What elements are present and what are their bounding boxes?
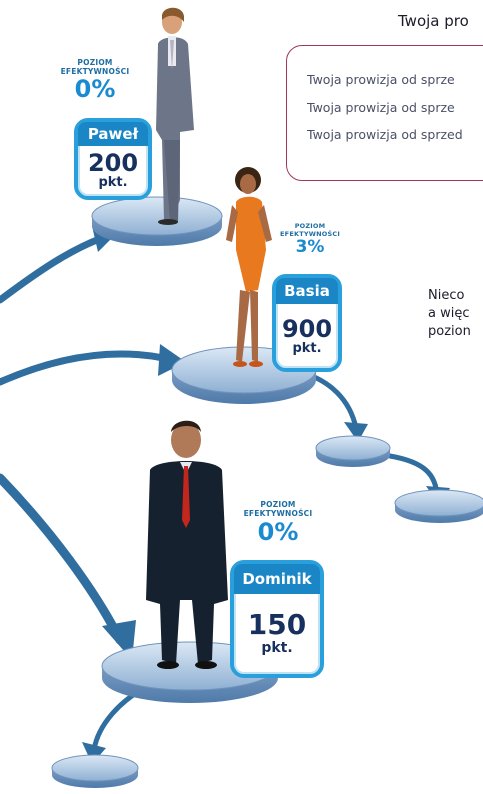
description-text: Nieco a więc pozion [428, 287, 471, 341]
level-value: 0% [257, 518, 299, 546]
agent-name: Basia [276, 278, 338, 304]
agent-points: 200 [87, 149, 139, 177]
arrow-left-middle [0, 350, 176, 386]
platform-pawel [91, 196, 223, 246]
basia-efficiency-level: POZIOM EFEKTYWNOŚCI 3% [279, 222, 341, 257]
agent-points: 150 [247, 608, 307, 641]
agent-card-pawel[interactable]: Paweł 200 pkt. [74, 118, 152, 200]
agent-points-unit: pkt. [98, 175, 128, 190]
level-label-line1: POZIOM [294, 222, 326, 230]
level-label-line2: EFEKTYWNOŚCI [60, 67, 130, 76]
dominik-efficiency-level: POZIOM EFEKTYWNOŚCI 0% [242, 500, 314, 546]
level-label-line2: EFEKTYWNOŚCI [280, 230, 340, 238]
description-line-2: a więc [428, 306, 470, 321]
commission-info-box: Twoja prowizja od sprze Twoja prowizja o… [286, 45, 483, 181]
platform-small-1 [315, 435, 391, 467]
level-label-line2: EFEKTYWNOŚCI [243, 509, 313, 518]
platform-small-3 [51, 754, 139, 788]
agent-points: 900 [281, 315, 333, 343]
page-title: Twoja pro [398, 12, 469, 30]
person-basia-figure [226, 167, 272, 367]
description-line-1: Nieco [428, 288, 465, 303]
agent-card-basia[interactable]: Basia 900 pkt. [272, 274, 342, 372]
level-label-line1: POZIOM [260, 500, 296, 509]
agent-name: Dominik [234, 564, 320, 594]
person-dominik-figure [146, 420, 228, 669]
arrow-left-top [0, 234, 106, 304]
pawel-efficiency-level: POZIOM EFEKTYWNOŚCI 0% [60, 58, 130, 102]
commission-line-3: Twoja prowizja od sprzed [307, 127, 463, 142]
agent-points-unit: pkt. [261, 640, 293, 656]
description-line-3: pozion [428, 324, 471, 339]
agent-name: Paweł [78, 122, 148, 146]
level-label-line1: POZIOM [77, 58, 113, 67]
arrow-left-bottom [0, 473, 125, 645]
level-value: 0% [74, 75, 116, 103]
level-value: 3% [295, 237, 325, 257]
person-pawel-figure [156, 7, 194, 225]
commission-line-1: Twoja prowizja od sprze [307, 72, 455, 87]
agent-points-unit: pkt. [292, 341, 322, 356]
commission-line-2: Twoja prowizja od sprze [307, 100, 455, 115]
platform-small-2 [394, 489, 483, 523]
agent-card-dominik[interactable]: Dominik 150 pkt. [230, 560, 324, 678]
